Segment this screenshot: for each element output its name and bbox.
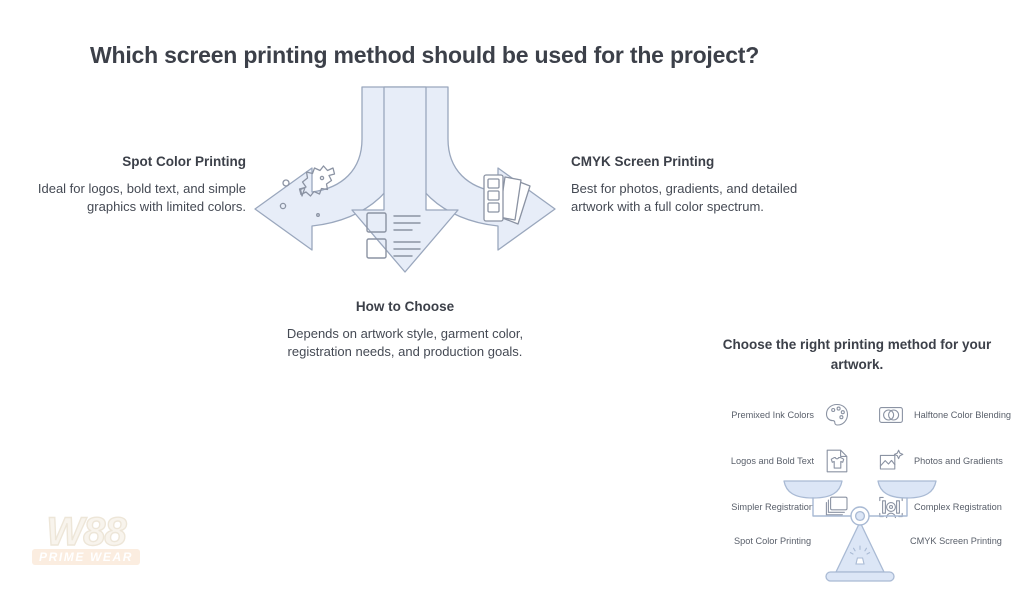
feature-label: Logos and Bold Text (730, 455, 814, 466)
feature-row: Photos and Gradients (876, 442, 1024, 480)
page-title: Which screen printing method should be u… (90, 42, 760, 68)
callout-cmyk: CMYK Screen Printing Best for photos, gr… (571, 153, 801, 217)
feature-label: Premixed Ink Colors (731, 409, 814, 420)
feature-row: Halftone Color Blending (876, 396, 1024, 434)
callout-how-to-choose-description: Depends on artwork style, garment color,… (286, 325, 524, 360)
w88-prime-wear-logo: W88 PRIME WEAR (18, 503, 154, 579)
callout-spot-color-description: Ideal for logos, bold text, and simple g… (37, 180, 246, 215)
svg-text:W88: W88 (46, 510, 127, 554)
feature-label: Complex Registration (914, 501, 1002, 512)
arrow-diagram (250, 82, 560, 302)
layers-icon (822, 492, 852, 522)
feature-row: Premixed Ink Colors (702, 396, 852, 434)
center-down-arrow (351, 86, 459, 273)
callout-cmyk-heading: CMYK Screen Printing (571, 154, 715, 169)
callout-cmyk-description: Best for photos, gradients, and detailed… (571, 180, 798, 215)
paint-palette-icon (822, 400, 852, 430)
callout-how-to-choose-heading: How to Choose (355, 299, 455, 314)
ink-splat-icon (279, 165, 336, 217)
callout-spot-color-heading: Spot Color Printing (122, 154, 246, 169)
scale-label-cmyk: CMYK Screen Printing (910, 536, 1002, 546)
checklist-icon (366, 212, 421, 259)
feature-label: Photos and Gradients (914, 455, 1003, 466)
feature-label: Halftone Color Blending (914, 409, 1012, 420)
panel-title: Choose the right printing method for you… (722, 337, 992, 372)
color-swatch-fan-icon (483, 174, 531, 225)
tshirt-icon (822, 446, 852, 476)
feature-label: Simpler Registration (731, 501, 814, 512)
image-sparkle-icon (876, 446, 906, 476)
printing-method-comparison-panel: Choose the right printing method for you… (690, 330, 1024, 590)
callout-spot-color: Spot Color Printing Ideal for logos, bol… (10, 153, 246, 217)
callout-how-to-choose: How to Choose Depends on artwork style, … (283, 298, 527, 362)
svg-text:PRIME WEAR: PRIME WEAR (39, 550, 133, 564)
feature-row: Simpler Registration (702, 488, 852, 526)
feature-row: Logos and Bold Text (702, 442, 852, 480)
overlapping-circles-icon (876, 400, 906, 430)
balance-scale-icon (780, 478, 940, 590)
spot-color-feature-list: Premixed Ink Colors Logos and Bold Text (702, 396, 852, 534)
scale-label-spot-color: Spot Color Printing (734, 536, 812, 546)
